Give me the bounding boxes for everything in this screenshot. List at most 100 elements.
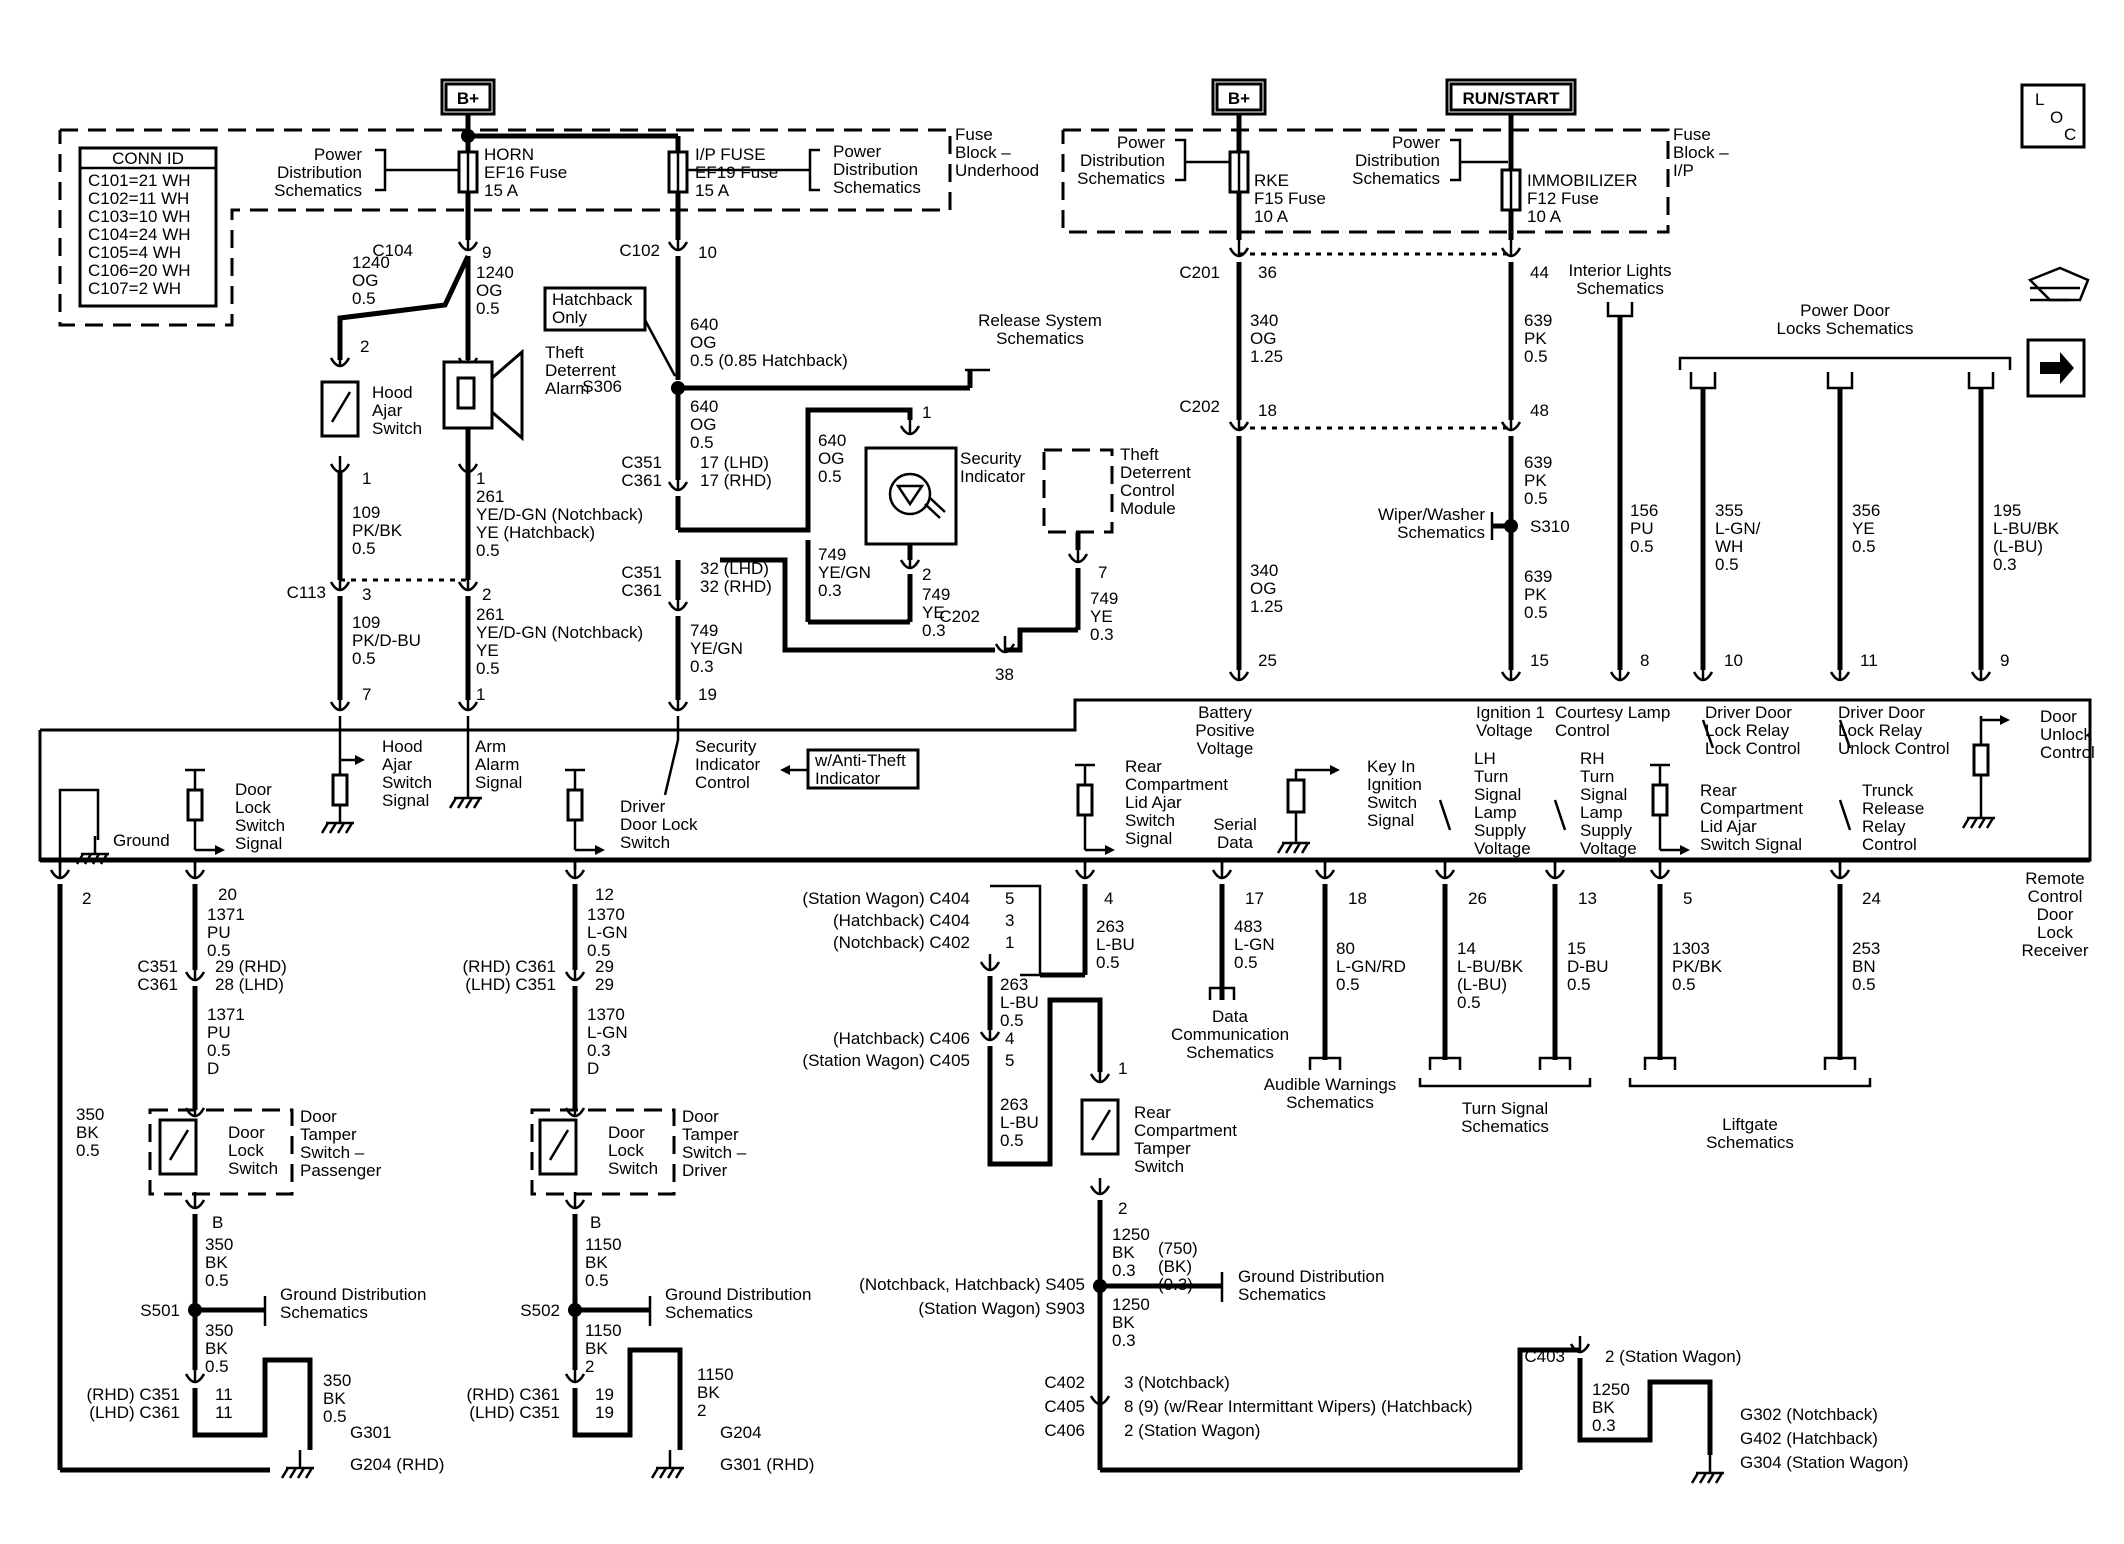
c361-label: (LHD) C361 bbox=[89, 1403, 180, 1422]
wire-label: D-BU bbox=[1567, 957, 1609, 976]
wire-label: 0.5 bbox=[1096, 953, 1120, 972]
wire-label: OG bbox=[690, 333, 716, 352]
pin-label: 4 bbox=[1104, 889, 1113, 908]
conn-id-title: CONN ID bbox=[112, 149, 184, 168]
rear-tamper-label: Compartment bbox=[1134, 1121, 1237, 1140]
wire bbox=[1005, 627, 1078, 653]
pin-label: 36 bbox=[1258, 263, 1277, 282]
arm-alarm-label: Alarm bbox=[475, 755, 519, 774]
pin-label: 38 bbox=[995, 665, 1014, 684]
c404-label: (Station Wagon) C404 bbox=[802, 889, 970, 908]
security-indicator-label: Security bbox=[960, 449, 1022, 468]
rear-lid-ajar-label: Signal bbox=[1125, 829, 1172, 848]
ground-dist-label: Schematics bbox=[665, 1303, 753, 1322]
fuse-block-ip-label: Block – bbox=[1673, 143, 1729, 162]
wire-label: 0.5 bbox=[587, 941, 611, 960]
rke-fuse-label: F15 Fuse bbox=[1254, 189, 1326, 208]
wire-label: 1371 bbox=[207, 905, 245, 924]
wire-label: PK bbox=[1524, 585, 1547, 604]
audible-warnings-label: Schematics bbox=[1286, 1093, 1374, 1112]
wire-label: 640 bbox=[818, 431, 846, 450]
res bbox=[1286, 778, 1306, 814]
wire-label: 0.5 bbox=[1672, 975, 1696, 994]
rear-lid-ajar-label-2: Compartment bbox=[1700, 799, 1803, 818]
c402-label: (Notchback) C402 bbox=[833, 933, 970, 952]
pin-label: B bbox=[590, 1213, 601, 1232]
ground-hatch bbox=[650, 1467, 660, 1479]
pin-label: 18 bbox=[1258, 401, 1277, 420]
c351-label: C351 bbox=[621, 563, 662, 582]
wire-label: OG bbox=[818, 449, 844, 468]
pin-label: 5 bbox=[1683, 889, 1692, 908]
wire-label: BK bbox=[323, 1389, 346, 1408]
power-dist-right2: Distribution bbox=[1355, 151, 1440, 170]
power-dist-mid: Schematics bbox=[833, 178, 921, 197]
ground-hatch bbox=[1985, 817, 1995, 829]
c361-label: (RHD) C361 bbox=[462, 957, 556, 976]
wire-label: 1250 bbox=[1592, 1380, 1630, 1399]
c351-label: (LHD) C351 bbox=[465, 975, 556, 994]
theft-module-label: Control bbox=[1120, 481, 1175, 500]
trunk-release-label: Control bbox=[1862, 835, 1917, 854]
hatchback-only-box bbox=[543, 286, 647, 332]
ground-dist-label: Ground Distribution bbox=[665, 1285, 811, 1304]
data-comm-label: Schematics bbox=[1186, 1043, 1274, 1062]
power-door-locks-label: Power Door bbox=[1800, 301, 1890, 320]
pin-label: 4 bbox=[1005, 1029, 1014, 1048]
lhd-label: 28 (LHD) bbox=[215, 975, 284, 994]
switch-blade bbox=[1553, 799, 1567, 831]
data-comm-label: Data bbox=[1212, 1007, 1248, 1026]
ground-hatch bbox=[75, 853, 85, 865]
door-lock-signal-label: Signal bbox=[235, 834, 282, 853]
wire-label: 109 bbox=[352, 503, 380, 522]
immobilizer-fuse-label: IMMOBILIZER bbox=[1527, 171, 1638, 190]
wire-label: BN bbox=[1852, 957, 1876, 976]
horn-fuse-label: 15 A bbox=[484, 181, 519, 200]
wire-label: 263 bbox=[1000, 975, 1028, 994]
c202-label: C202 bbox=[939, 607, 980, 626]
switch-blade bbox=[548, 1129, 570, 1161]
arrow-head bbox=[595, 845, 605, 855]
wire-label: 749 bbox=[1090, 589, 1118, 608]
rhd-label: 32 (RHD) bbox=[700, 577, 772, 596]
arrow-head bbox=[1330, 765, 1340, 775]
lh-turn-label: LH bbox=[1474, 749, 1496, 768]
power-dist-left: Power bbox=[314, 145, 363, 164]
ground-hatch bbox=[91, 853, 101, 865]
wire-label: YE bbox=[1090, 607, 1113, 626]
bracket bbox=[1689, 372, 1717, 390]
bracket bbox=[1643, 1056, 1677, 1070]
bracket bbox=[1175, 138, 1187, 182]
immobilizer-fuse-label: F12 Fuse bbox=[1527, 189, 1599, 208]
c361-label: C361 bbox=[621, 581, 662, 600]
pin-label: 19 bbox=[698, 685, 717, 704]
wire-label: 1240 bbox=[352, 253, 390, 272]
bplus-left-inner bbox=[444, 82, 492, 112]
hood-ajar-label: Hood bbox=[372, 383, 413, 402]
wire-label: 0.3 bbox=[1993, 555, 2017, 574]
interior-lights-label: Interior Lights bbox=[1569, 261, 1672, 280]
ground-dist-label: Schematics bbox=[1238, 1285, 1326, 1304]
wire-label: D bbox=[207, 1059, 219, 1078]
wire-label: BK bbox=[205, 1253, 228, 1272]
ground-hatch bbox=[448, 797, 458, 809]
wire-label: 340 bbox=[1250, 561, 1278, 580]
wire-label: (L-BU) bbox=[1993, 537, 2043, 556]
pin-label: 1 bbox=[476, 685, 485, 704]
ground-hatch bbox=[472, 797, 482, 809]
receiver-label: Remote bbox=[2025, 869, 2085, 888]
pin-label: 9 bbox=[482, 243, 491, 262]
wire-label: (BK) bbox=[1158, 1257, 1192, 1276]
wire-label: PU bbox=[207, 1023, 231, 1042]
rear-lid-ajar-label: Rear bbox=[1125, 757, 1162, 776]
wire-label: OG bbox=[1250, 329, 1276, 348]
wire-label: 350 bbox=[205, 1321, 233, 1340]
ground-hatch bbox=[1698, 1472, 1708, 1484]
wire-label: 749 bbox=[818, 545, 846, 564]
wire-label: YE/GN bbox=[818, 563, 871, 582]
bracket bbox=[1967, 372, 1995, 390]
c202-label: C202 bbox=[1179, 397, 1220, 416]
callout-line bbox=[643, 319, 677, 377]
power-dist-right2: Schematics bbox=[1352, 169, 1440, 188]
trunk-release-label: Relay bbox=[1862, 817, 1906, 836]
